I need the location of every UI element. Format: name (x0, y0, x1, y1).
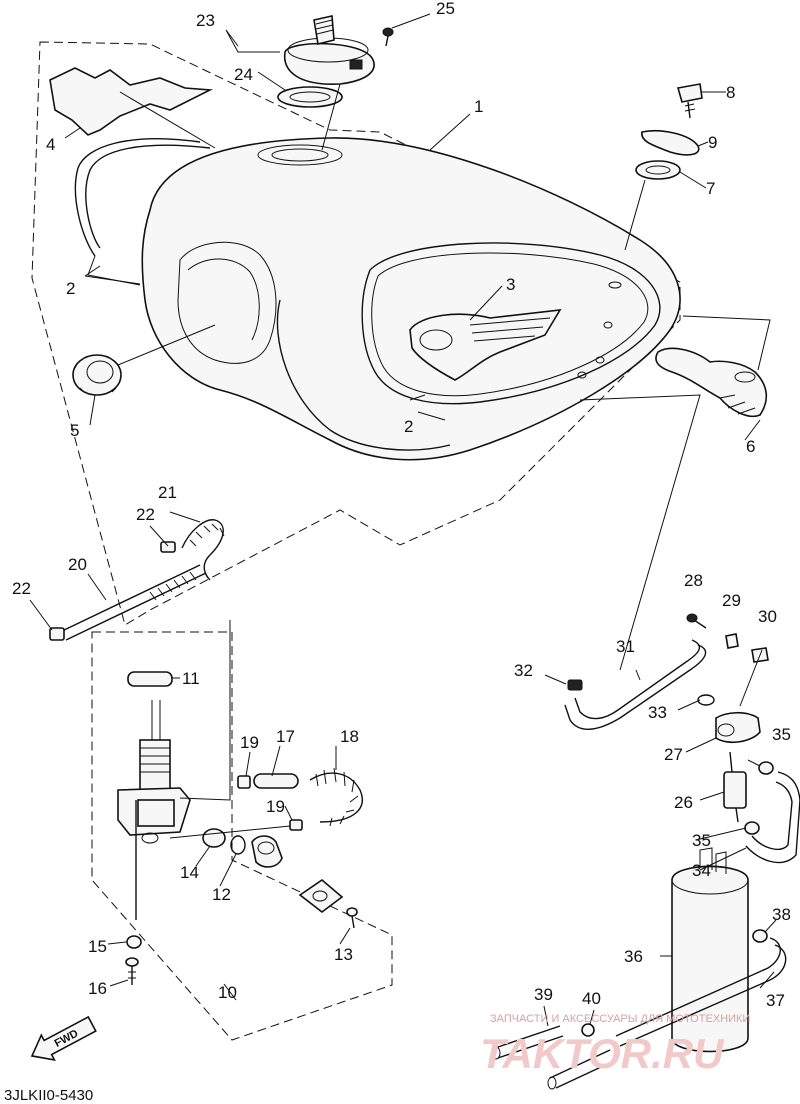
fuel-cock-lever (251, 835, 283, 868)
drain-bolt (125, 957, 139, 985)
fuel-cap (283, 15, 375, 85)
callout-2-left: 2 (66, 279, 75, 298)
callout-21: 21 (158, 483, 177, 502)
fuel-hose-spring (181, 519, 225, 581)
mount-collar (641, 130, 700, 156)
plate-screw (346, 907, 358, 929)
callout-7: 7 (706, 179, 715, 198)
hose-clip-vacuum-lower (289, 819, 303, 831)
callout-39: 39 (534, 985, 553, 1004)
callout-29: 29 (722, 591, 741, 610)
callout-37: 37 (766, 991, 785, 1010)
callout-5: 5 (70, 421, 79, 440)
clip-35-upper (758, 761, 774, 775)
tank-front-bracket (655, 347, 768, 417)
tank-assembly-boundary (31, 41, 681, 626)
callout-36: 36 (624, 947, 643, 966)
callout-18: 18 (340, 727, 359, 746)
fuel-cock-assembly-boundary (91, 631, 393, 1041)
hose-clip-vacuum-upper (237, 775, 251, 789)
canister-hose (615, 937, 787, 1047)
fuel-cock-o-ring (230, 835, 246, 855)
callout-13: 13 (334, 945, 353, 964)
hose-clip-upper (160, 541, 176, 553)
hose-clip-lower (49, 627, 65, 641)
drain-washer (126, 935, 142, 949)
callout-19-upper: 19 (240, 733, 259, 752)
callout-8: 8 (726, 83, 735, 102)
forward-arrow: FWD (30, 1015, 97, 1061)
callout-22-upper: 22 (136, 505, 155, 524)
clip-35-lower (744, 821, 760, 835)
vacuum-hose-spring (309, 767, 363, 827)
fuel-cock-diaphragm (202, 828, 226, 848)
tank-emblem (409, 309, 562, 381)
callout-1: 1 (474, 97, 483, 116)
tank-decal (49, 67, 213, 136)
callout-30: 30 (758, 607, 777, 626)
callout-19-lower: 19 (266, 797, 285, 816)
clip-40 (581, 1023, 595, 1037)
callout-22-lower: 22 (12, 579, 31, 598)
fuel-cock-plate (298, 878, 344, 914)
callout-20: 20 (68, 555, 87, 574)
strainer-seal (127, 671, 173, 687)
callout-3: 3 (506, 275, 515, 294)
tank-cap-plug (72, 354, 122, 396)
callout-35-lower: 35 (692, 831, 711, 850)
leader-lines (29, 13, 777, 1027)
vacuum-hose-short (253, 773, 299, 789)
callout-27: 27 (664, 745, 683, 764)
callout-23: 23 (196, 11, 215, 30)
callout-28: 28 (684, 571, 703, 590)
callout-24: 24 (234, 65, 253, 84)
clip-38 (752, 929, 768, 943)
callout-9: 9 (708, 133, 717, 152)
diagram-code: 3JLKII0-5430 (4, 1087, 93, 1104)
breather-hose-clip (567, 679, 583, 691)
callout-numbers: 1 2 2 2 3 4 5 6 7 8 9 10 11 12 13 14 15 … (12, 0, 791, 1010)
bracket-collar (725, 633, 739, 649)
callout-17: 17 (276, 727, 295, 746)
watermark-small: ЗАПЧАСТИ И АКСЕССУАРЫ ДЛЯ МОТОТЕХНИКИ (490, 1013, 750, 1025)
canister (671, 847, 749, 1053)
callout-6: 6 (746, 437, 755, 456)
hose-39 (491, 1025, 564, 1060)
callout-25: 25 (436, 0, 455, 18)
callout-11: 11 (182, 669, 200, 688)
mount-bolt (676, 83, 703, 119)
callout-14: 14 (180, 863, 199, 882)
fuel-tank (141, 137, 681, 461)
fuel-cap-gasket (277, 86, 343, 108)
cap-screw (382, 27, 394, 47)
callout-32: 32 (514, 661, 533, 680)
callout-15: 15 (88, 937, 107, 956)
filter-hose (745, 771, 800, 864)
callout-35-upper: 35 (772, 725, 791, 744)
callout-34: 34 (692, 861, 711, 880)
callout-40: 40 (582, 989, 601, 1008)
clip-33 (697, 694, 715, 706)
callout-2-bottom: 2 (404, 417, 413, 436)
fuel-filter (723, 751, 747, 823)
callout-4: 4 (46, 135, 55, 154)
breather-hose (564, 639, 707, 730)
callout-38: 38 (772, 905, 791, 924)
callout-31: 31 (616, 637, 635, 656)
fuel-cock (117, 700, 191, 920)
mount-damper (635, 160, 681, 180)
callout-16: 16 (88, 979, 107, 998)
fuel-hose-long (59, 564, 207, 641)
callout-26: 26 (674, 793, 693, 812)
bracket-bolt (686, 613, 707, 629)
hose-lower (547, 1049, 617, 1090)
callout-33: 33 (648, 703, 667, 722)
callout-10: 10 (218, 983, 237, 1002)
watermark-large: TAKTOR.RU (480, 1030, 725, 1077)
filter-bracket (715, 711, 761, 744)
callout-12: 12 (212, 885, 231, 904)
